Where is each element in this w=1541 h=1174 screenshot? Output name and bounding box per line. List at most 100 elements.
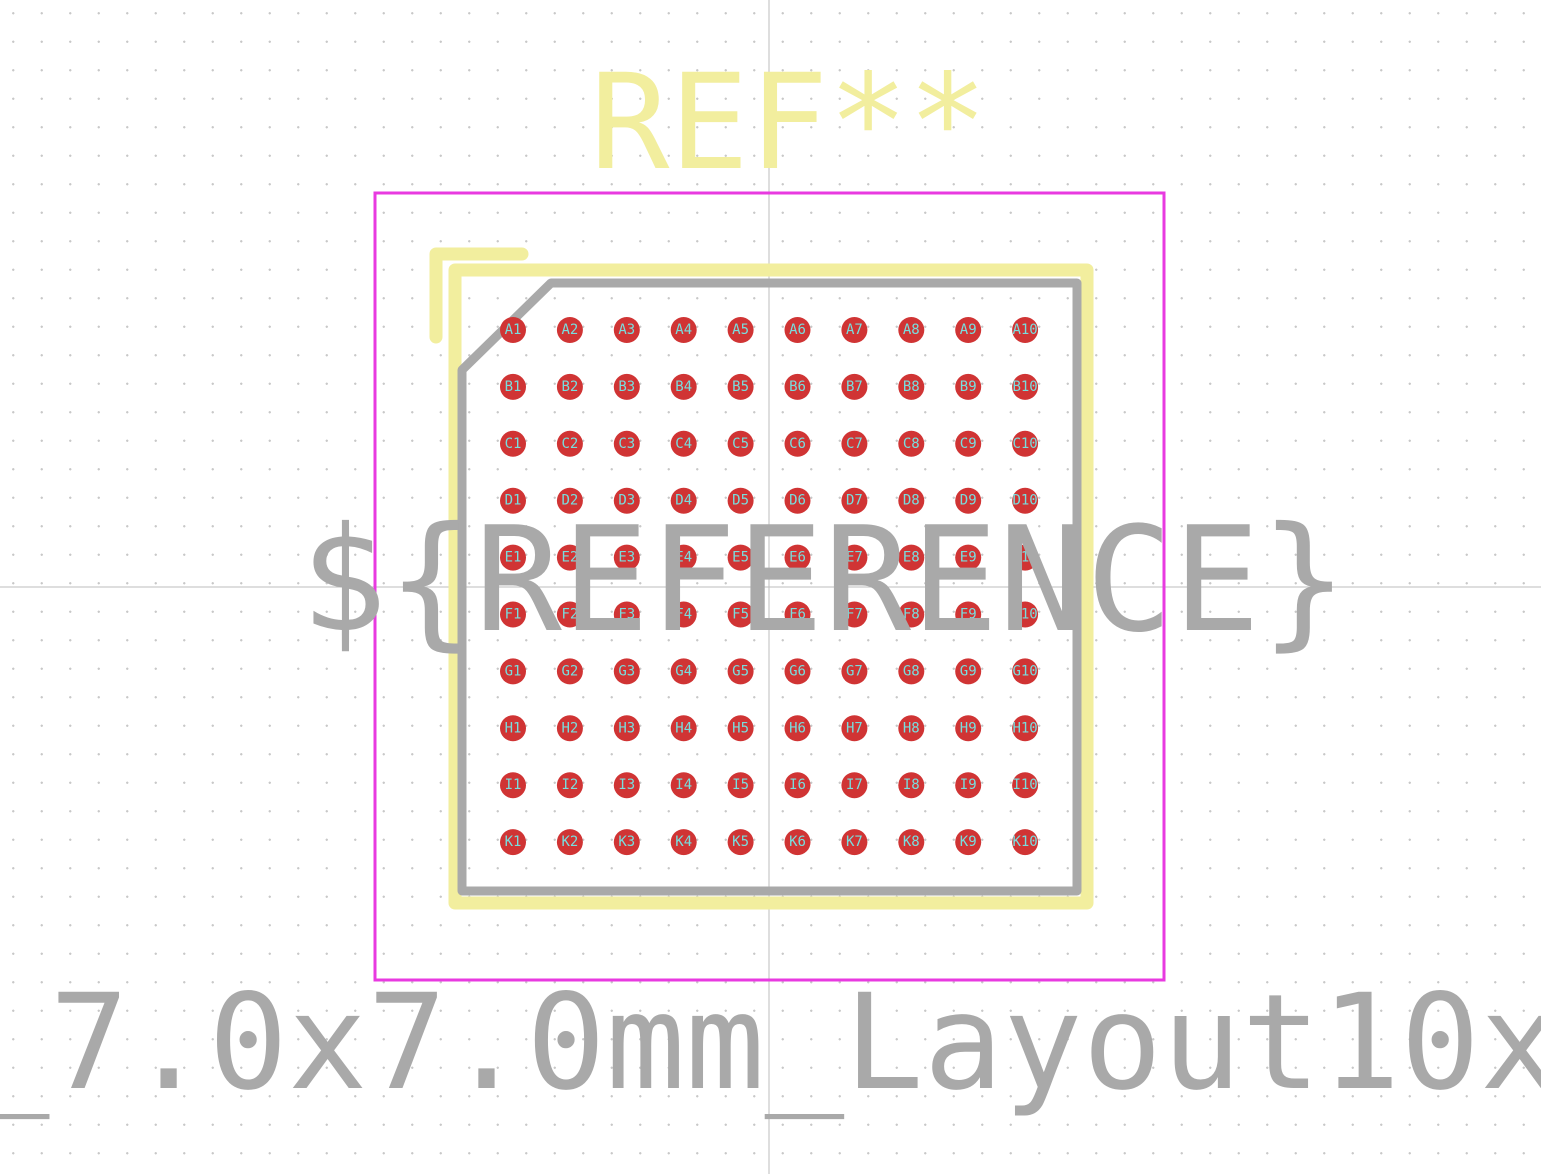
bga-pad[interactable]: B4 xyxy=(670,373,697,400)
bga-pad[interactable]: F5 xyxy=(727,601,754,628)
bga-pad[interactable]: I2 xyxy=(556,772,583,799)
bga-pad[interactable]: K1 xyxy=(500,829,526,856)
bga-pad[interactable]: C4 xyxy=(670,430,697,457)
bga-pad[interactable]: A1 xyxy=(500,317,526,343)
bga-pad[interactable]: E3 xyxy=(613,544,640,571)
bga-pad[interactable]: D1 xyxy=(500,487,526,514)
bga-pad[interactable]: E6 xyxy=(784,544,811,571)
bga-pad[interactable]: B7 xyxy=(841,373,868,400)
bga-pad[interactable]: G5 xyxy=(727,658,754,685)
bga-pad[interactable]: G6 xyxy=(784,658,811,685)
bga-pad[interactable]: B5 xyxy=(727,373,754,400)
bga-pad[interactable]: I6 xyxy=(784,772,811,799)
bga-pad[interactable]: G8 xyxy=(898,658,925,685)
bga-pad[interactable]: C2 xyxy=(556,430,583,457)
fab-reference-text[interactable]: ${REFERENCE} xyxy=(300,496,1348,665)
bga-pad[interactable]: K4 xyxy=(670,829,697,856)
bga-pad[interactable]: F1 xyxy=(500,601,526,628)
bga-pad[interactable]: E7 xyxy=(841,544,868,571)
bga-pad[interactable]: F2 xyxy=(556,601,583,628)
bga-pad[interactable]: D5 xyxy=(727,487,754,514)
bga-pad[interactable]: C10 xyxy=(1012,430,1039,457)
bga-pad[interactable]: E4 xyxy=(670,544,697,571)
bga-pad[interactable]: H10 xyxy=(1012,715,1039,742)
bga-pad[interactable]: K9 xyxy=(955,829,982,856)
bga-pad[interactable]: E10 xyxy=(1012,544,1039,571)
bga-pad[interactable]: K7 xyxy=(841,829,868,856)
bga-pad[interactable]: B1 xyxy=(500,373,526,400)
bga-pad[interactable]: F10 xyxy=(1012,601,1039,628)
bga-pad[interactable]: D9 xyxy=(955,487,982,514)
bga-pad[interactable]: G3 xyxy=(613,658,640,685)
bga-pad[interactable]: A10 xyxy=(1012,317,1039,343)
bga-pad[interactable]: A3 xyxy=(613,317,640,343)
bga-pad[interactable]: D2 xyxy=(556,487,583,514)
bga-pad[interactable]: K3 xyxy=(613,829,640,856)
bga-pad[interactable]: I7 xyxy=(841,772,868,799)
bga-pad[interactable]: F6 xyxy=(784,601,811,628)
bga-pad[interactable]: K10 xyxy=(1012,829,1039,856)
bga-pad[interactable]: E5 xyxy=(727,544,754,571)
bga-pad[interactable]: A2 xyxy=(556,317,583,343)
bga-pad[interactable]: I1 xyxy=(500,772,526,799)
bga-pad[interactable]: A6 xyxy=(784,317,811,343)
bga-pad[interactable]: K8 xyxy=(898,829,925,856)
bga-pad[interactable]: C7 xyxy=(841,430,868,457)
bga-pad[interactable]: D3 xyxy=(613,487,640,514)
footprint-value-text[interactable]: _7.0x7.0mm_Layout10x1 xyxy=(0,966,1541,1120)
bga-pad[interactable]: F4 xyxy=(670,601,697,628)
bga-pad[interactable]: A9 xyxy=(955,317,982,343)
bga-pad[interactable]: F7 xyxy=(841,601,868,628)
bga-pad[interactable]: H6 xyxy=(784,715,811,742)
bga-pad[interactable]: I8 xyxy=(898,772,925,799)
bga-pad[interactable]: C6 xyxy=(784,430,811,457)
bga-pad[interactable]: I10 xyxy=(1012,772,1039,799)
bga-pad[interactable]: D6 xyxy=(784,487,811,514)
bga-pad[interactable]: C9 xyxy=(955,430,982,457)
bga-pad[interactable]: G10 xyxy=(1012,658,1039,685)
bga-pad[interactable]: G7 xyxy=(841,658,868,685)
bga-pad[interactable]: G1 xyxy=(500,658,526,685)
bga-pad[interactable]: A4 xyxy=(670,317,697,343)
bga-pad[interactable]: H4 xyxy=(670,715,697,742)
bga-pad[interactable]: C8 xyxy=(898,430,925,457)
ref-designator-text[interactable]: REF** xyxy=(590,46,987,200)
bga-pad[interactable]: D7 xyxy=(841,487,868,514)
bga-pad[interactable]: E1 xyxy=(500,544,526,571)
bga-pad[interactable]: F3 xyxy=(613,601,640,628)
bga-pad[interactable]: B6 xyxy=(784,373,811,400)
bga-pad[interactable]: A8 xyxy=(898,317,925,343)
bga-pad[interactable]: D10 xyxy=(1012,487,1039,514)
bga-pad[interactable]: F8 xyxy=(898,601,925,628)
bga-pad[interactable]: H5 xyxy=(727,715,754,742)
bga-pad[interactable]: E8 xyxy=(898,544,925,571)
bga-pad[interactable]: G4 xyxy=(670,658,697,685)
bga-pad[interactable]: D4 xyxy=(670,487,697,514)
bga-pad[interactable]: I3 xyxy=(613,772,640,799)
bga-pad[interactable]: G2 xyxy=(556,658,583,685)
bga-pad[interactable]: H8 xyxy=(898,715,925,742)
bga-pad[interactable]: B10 xyxy=(1012,373,1039,400)
bga-pad[interactable]: K6 xyxy=(784,829,811,856)
bga-pad[interactable]: C1 xyxy=(500,430,526,457)
bga-pad[interactable]: I9 xyxy=(955,772,982,799)
bga-pad[interactable]: A5 xyxy=(727,317,754,343)
bga-pad[interactable]: H1 xyxy=(500,715,526,742)
bga-pad[interactable]: C3 xyxy=(613,430,640,457)
bga-pad[interactable]: E9 xyxy=(955,544,982,571)
bga-pad[interactable]: H3 xyxy=(613,715,640,742)
bga-pad[interactable]: F9 xyxy=(955,601,982,628)
bga-pad[interactable]: I5 xyxy=(727,772,754,799)
bga-pad[interactable]: B8 xyxy=(898,373,925,400)
bga-pad[interactable]: B9 xyxy=(955,373,982,400)
bga-pad[interactable]: E2 xyxy=(556,544,583,571)
bga-pad[interactable]: B2 xyxy=(556,373,583,400)
bga-pad[interactable]: C5 xyxy=(727,430,754,457)
bga-pad[interactable]: G9 xyxy=(955,658,982,685)
bga-pad[interactable]: I4 xyxy=(670,772,697,799)
bga-pad[interactable]: A7 xyxy=(841,317,868,343)
bga-pad[interactable]: B3 xyxy=(613,373,640,400)
bga-pad[interactable]: K5 xyxy=(727,829,754,856)
bga-pad[interactable]: H2 xyxy=(556,715,583,742)
